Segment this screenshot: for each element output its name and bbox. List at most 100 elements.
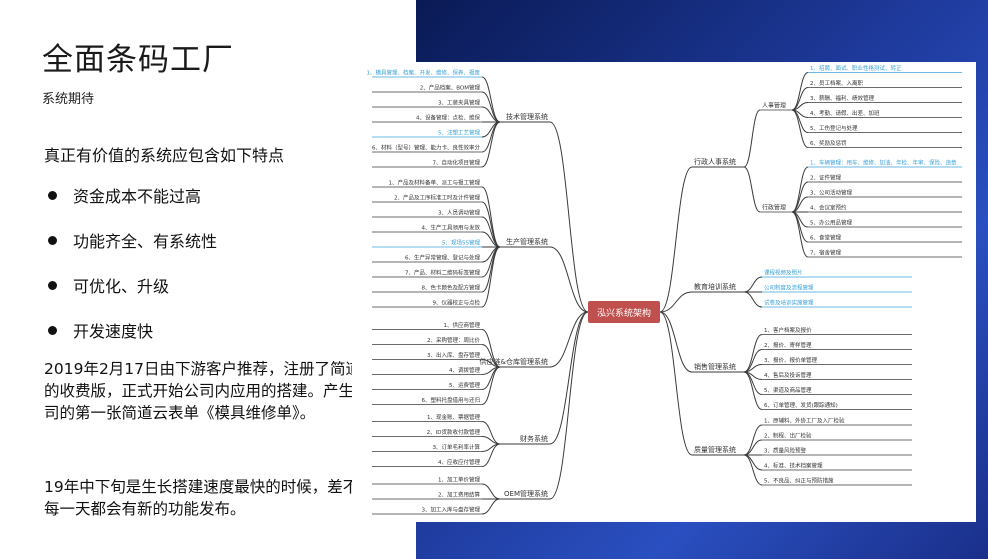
- branch-label: 财务系统: [520, 434, 548, 443]
- bullet-dot-icon: [48, 325, 57, 335]
- leaf-label: 5、现场5S管理: [442, 239, 480, 247]
- leaf-label: 6、订单管理、发货(跟踪通知): [764, 401, 838, 409]
- branch-label: 教育培训系统: [694, 282, 736, 291]
- mindmap-connector: [743, 454, 763, 471]
- bullet-text: 功能齐全、有系统性: [73, 232, 218, 251]
- leaf-label: 6、食堂管理: [810, 234, 841, 242]
- slide-subtitle: 系统期待: [42, 92, 95, 107]
- leaf-label: 5、渠道及商品管理: [764, 386, 812, 394]
- leaf-label: 4、设备管理：点检、维保: [416, 114, 481, 122]
- leaf-label: 6、塑料托盘借用与还归: [421, 396, 480, 404]
- leaf-label: 7、宿舍管理: [810, 249, 841, 257]
- mindmap-connector: [659, 166, 693, 313]
- bullet-list: 资金成本不能过高 功能齐全、有系统性 可优化、升级 开发速度快: [44, 184, 404, 364]
- leaf-label: 1、现金账、票据管理: [427, 413, 480, 421]
- bullet-item: 可优化、升级: [44, 274, 404, 296]
- leaf-label: 5、注塑工艺管理: [438, 129, 480, 137]
- leaf-label: 2、产品及工序标准工时及计件管理: [394, 194, 481, 202]
- mindmap-diagram: 泓兴系统架构技术管理系统1、模具管理、档案、开发、维修、保养、报废2、产品档案、…: [366, 64, 962, 515]
- mindmap-connector: [743, 166, 761, 213]
- mindmap-connector: [791, 211, 809, 243]
- leaf-label: 3、薪酬、福利、绩效管理: [810, 94, 875, 102]
- mindmap-connector: [549, 311, 589, 500]
- leaf-label: 4、标准、技术档案管理: [764, 462, 823, 470]
- mindmap-connector: [791, 109, 809, 148]
- branch-label: 生产管理系统: [506, 237, 548, 246]
- mindmap-connector: [743, 276, 763, 293]
- leaf-label: 3、工装夹具管理: [438, 99, 480, 107]
- history-paragraph: 2019年2月17日由下游客户推荐，注册了简道云的收费版，正式开始公司内应用的搭…: [44, 360, 386, 422]
- leaf-label: 1、招聘、面试、职业性格测试、转正: [810, 64, 902, 72]
- leaf-label: 2、报价、寄样管理: [764, 341, 812, 349]
- branch-label: 技术管理系统: [506, 112, 548, 121]
- leaf-label: 2、ID货款收付款管理: [427, 428, 481, 436]
- mindmap-connector: [743, 291, 763, 308]
- leaf-label: 2、证件管理: [810, 174, 841, 182]
- mindmap-connector: [743, 371, 763, 410]
- branch-label: OEM管理系统: [504, 489, 548, 498]
- mindmap-connector: [549, 121, 589, 313]
- mindmap-connector: [659, 311, 693, 456]
- mindmap-connector: [481, 246, 501, 308]
- mindmap-connector: [791, 72, 809, 111]
- leaf-label: 6、奖励及惩罚: [810, 139, 847, 147]
- leaf-label: 7、自动化项目管理: [433, 159, 481, 167]
- leaf-label: 1、产品及材料备单、派工与报工管理: [388, 179, 480, 187]
- mindmap-connector: [659, 291, 693, 313]
- branch-label: 供应链&仓库管理系统: [480, 357, 548, 366]
- mindmap-connector: [549, 311, 589, 445]
- bullet-text: 资金成本不能过高: [73, 187, 202, 206]
- leaf-label: 4、调拨管理: [449, 366, 480, 374]
- sub-branch-label: 人事管理: [762, 102, 786, 110]
- leaf-label: 3、出入库、盘存管理: [427, 351, 480, 359]
- leaf-label: 3、公司活动管理: [810, 189, 852, 197]
- mindmap-connector: [743, 439, 763, 456]
- leaf-label: 3、报价、报价单管理: [764, 356, 817, 364]
- leaf-label: 5、运费管理: [449, 381, 480, 389]
- leaf-label: 4、会议室预约: [810, 204, 847, 212]
- bullet-dot-icon: [48, 190, 57, 200]
- branch-label: 销售管理系统: [694, 362, 736, 371]
- mindmap-connector: [481, 443, 501, 467]
- center-node-label: 泓兴系统架构: [597, 307, 651, 319]
- leaf-label: 5、不良品、纠正与预防措施: [764, 477, 834, 485]
- leaf-label: 2、采购管理：周比价: [427, 336, 480, 344]
- mindmap-connector: [743, 109, 761, 168]
- bullet-dot-icon: [48, 235, 57, 245]
- leaf-label: 公司制度及流程管理: [764, 284, 814, 292]
- leaf-label: 2、产品档案、BOM管理: [420, 84, 481, 92]
- mindmap-connector: [549, 311, 589, 368]
- bullet-item: 开发速度快: [44, 319, 404, 341]
- mindmap-connector: [481, 483, 501, 500]
- mindmap-connector: [481, 201, 501, 248]
- mindmap-connector: [481, 186, 501, 248]
- leaf-label: 8、色卡颜色及配方管理: [421, 284, 480, 292]
- intro-text: 真正有价值的系统应包含如下特点: [44, 146, 285, 165]
- leaf-label: 6、生产异常管理、登记与处理: [405, 254, 481, 262]
- center-node: [588, 301, 660, 323]
- sub-branch-label: 行政管理: [762, 204, 786, 212]
- branch-label: 质量管理系统: [694, 445, 736, 454]
- slide-text-panel: 全面条码工厂 系统期待 真正有价值的系统应包含如下特点 资金成本不能过高 功能齐…: [0, 0, 416, 559]
- mindmap-connector: [791, 211, 809, 258]
- leaf-label: 2、制程、出厂检验: [764, 432, 812, 440]
- growth-paragraph: 19年中下旬是生长搭建速度最快的时候，差不多每一天都会有新的功能发布。: [44, 478, 374, 518]
- leaf-label: 7、产品、材料二维码标签管理: [405, 269, 481, 277]
- slide-title: 全面条码工厂: [42, 42, 234, 78]
- bullet-text: 开发速度快: [73, 322, 154, 341]
- bullet-text: 可优化、升级: [73, 277, 170, 296]
- leaf-label: 4、售后及投诉管理: [764, 371, 812, 379]
- leaf-label: 3、加工入库与盘存管理: [421, 506, 480, 514]
- leaf-label: 4、考勤、请假、出差、加班: [810, 109, 880, 117]
- leaf-label: 1、原辅料、外协工厂及入厂检验: [764, 417, 845, 425]
- mindmap-connector: [481, 498, 501, 515]
- bullet-item: 资金成本不能过高: [44, 184, 404, 206]
- mindmap-connector: [549, 246, 589, 313]
- mindmap-connector: [481, 329, 501, 368]
- mindmap-connector: [481, 76, 501, 123]
- leaf-label: 试卷及培训实施管理: [764, 299, 814, 307]
- leaf-label: 3、人员调动管理: [438, 209, 480, 217]
- leaf-label: 课程视频及照片: [764, 269, 803, 277]
- leaf-label: 2、员工档案、入离职: [810, 79, 863, 87]
